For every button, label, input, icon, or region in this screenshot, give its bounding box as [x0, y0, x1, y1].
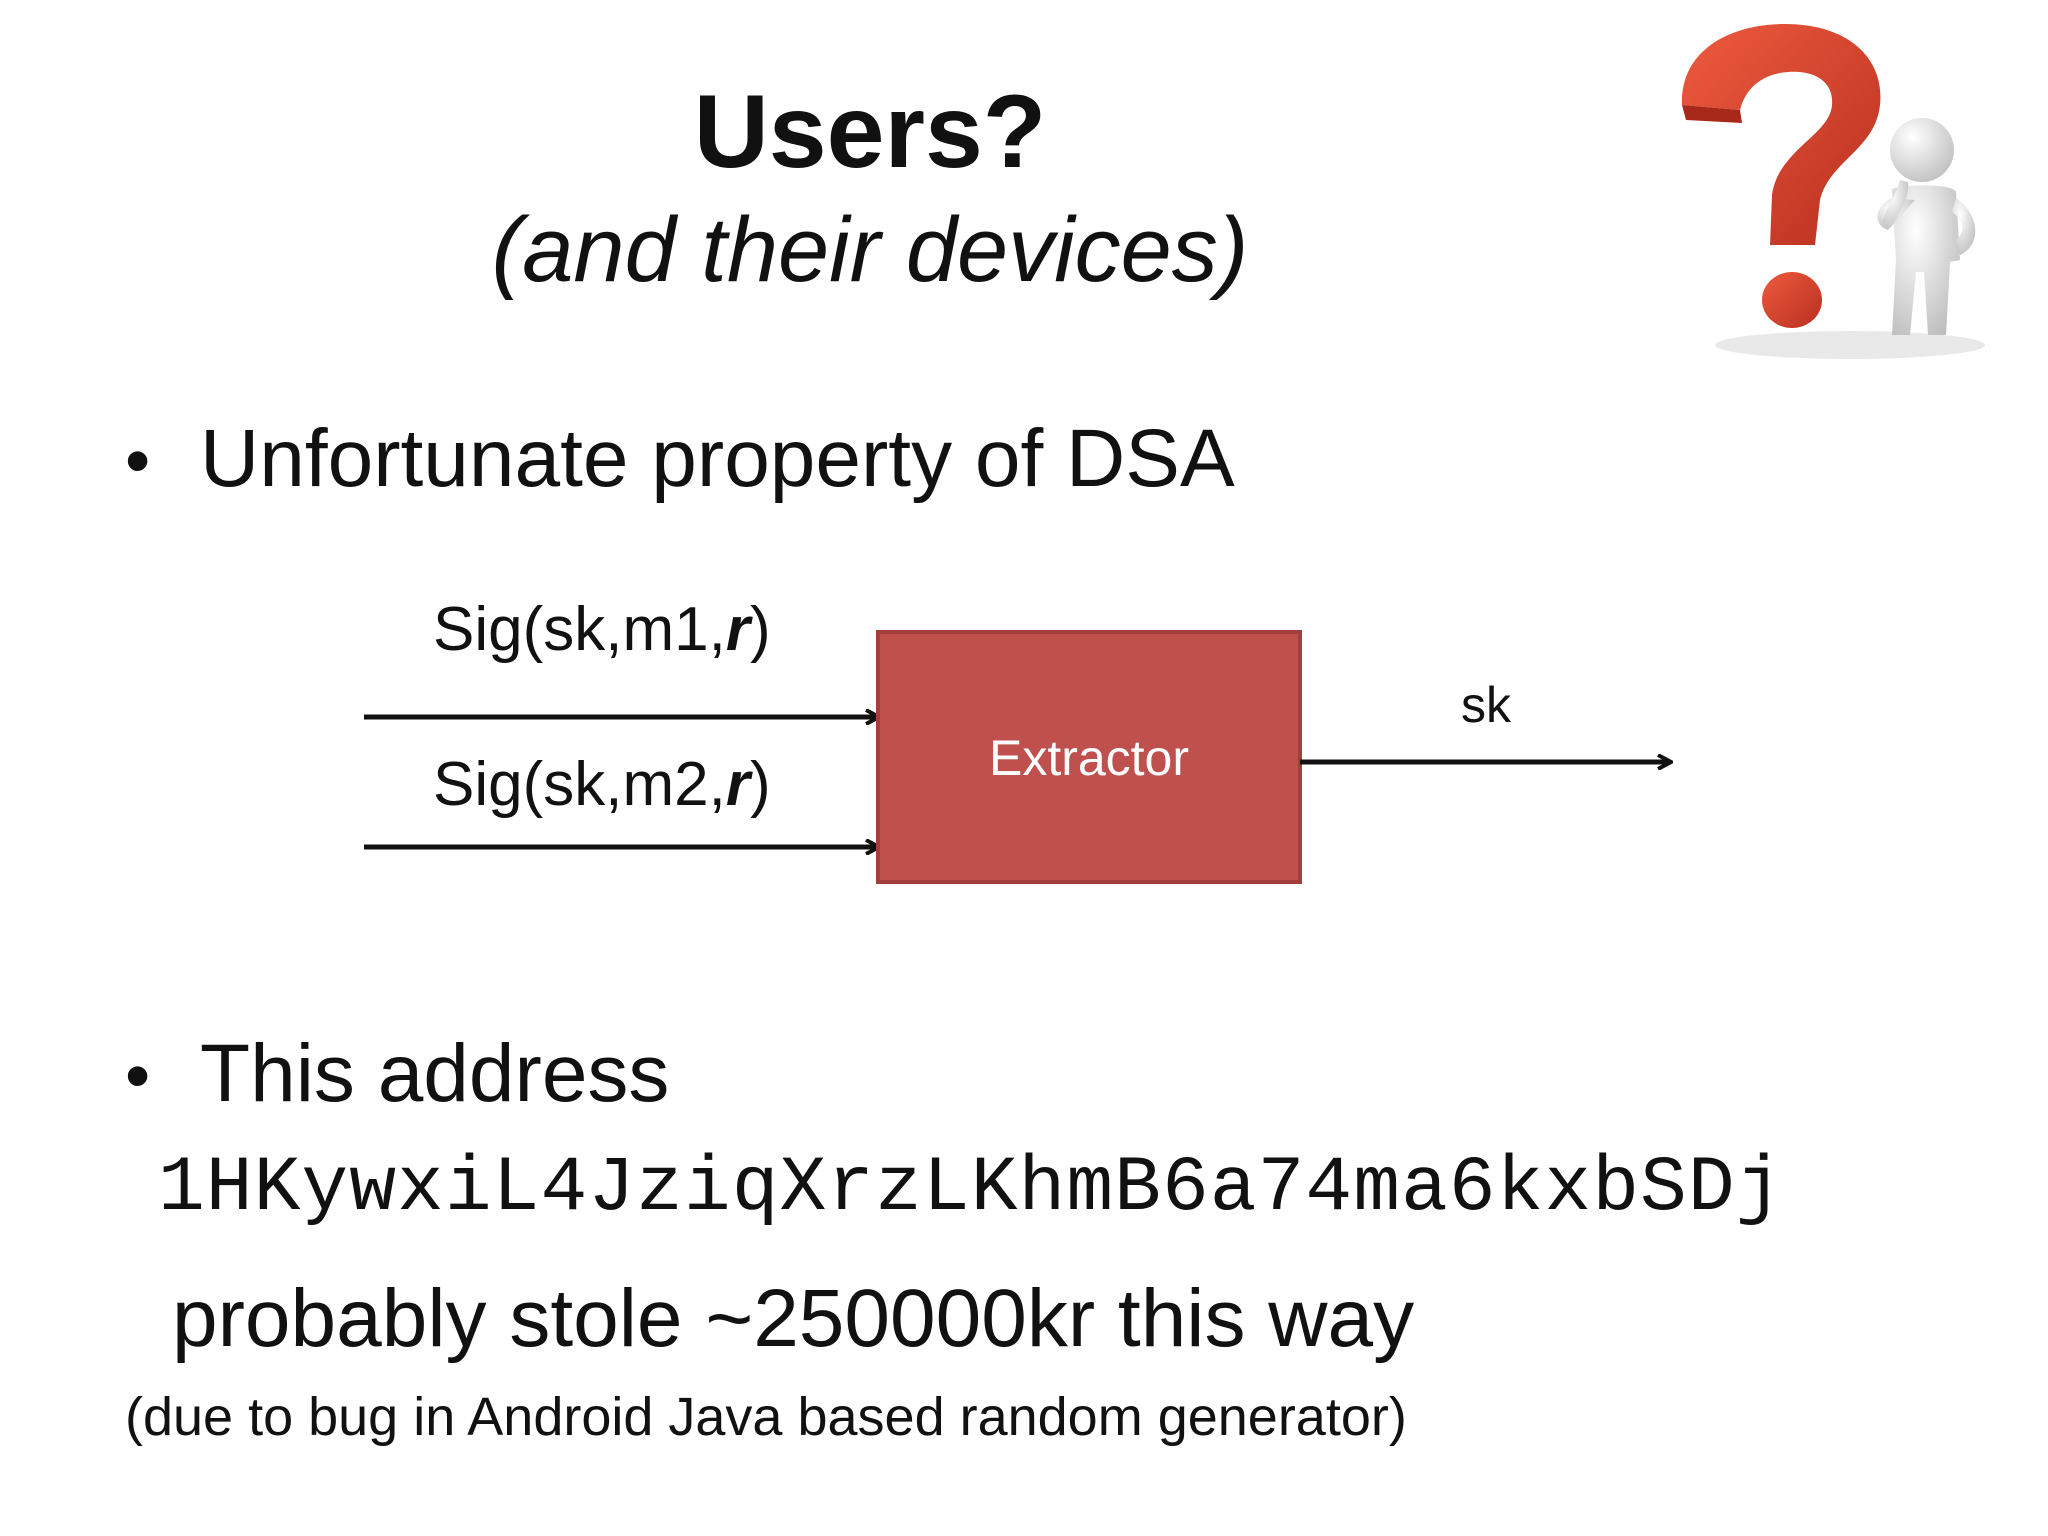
question-mark-thinking-figure-icon: [1681, 24, 1985, 359]
footnote: (due to bug in Android Java based random…: [125, 1387, 1407, 1447]
bullet-marker: •: [125, 421, 151, 501]
bitcoin-address: 1HKywxiL4JziqXrzLKhmB6a74ma6kxbSDj: [158, 1145, 1784, 1233]
bullet-text-dsa: Unfortunate property of DSA: [200, 413, 1235, 504]
output-sk-label: sk: [1461, 677, 1512, 733]
extractor-box: [876, 630, 1302, 884]
slide-title: Users?: [693, 74, 1047, 190]
bullet-text-address: This address: [200, 1028, 670, 1119]
bullet-marker: •: [125, 1036, 151, 1116]
stole-text: probably stole ~250000kr this way: [172, 1273, 1415, 1364]
input-sig-m2-label: Sig(sk,m2,r): [433, 750, 771, 819]
input-sig-m1-label: Sig(sk,m1,r): [433, 595, 771, 664]
slide-subtitle: (and their devices): [491, 199, 1249, 301]
extractor-label: Extractor: [989, 730, 1189, 786]
